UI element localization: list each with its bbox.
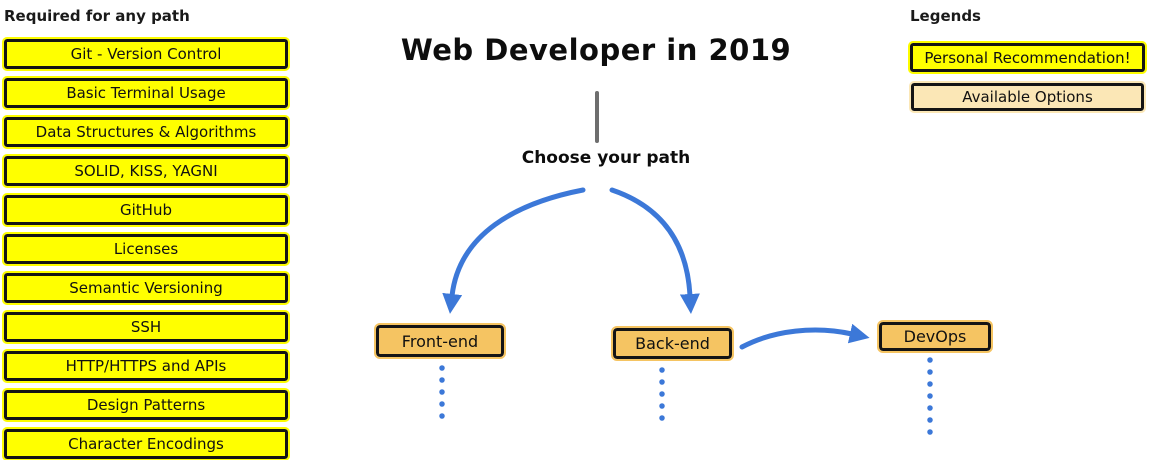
topic-box-terminal: Basic Terminal Usage bbox=[2, 76, 290, 110]
path-box-frontend: Front-end bbox=[374, 323, 506, 359]
arrow-to-frontend bbox=[442, 187, 586, 314]
required-topics-list: Git - Version Control Basic Terminal Usa… bbox=[2, 37, 290, 460]
topic-box-licenses: Licenses bbox=[2, 232, 290, 266]
choose-your-path-label: Choose your path bbox=[521, 148, 691, 168]
path-box-backend: Back-end bbox=[611, 326, 734, 361]
legends-section-header: Legends bbox=[910, 7, 981, 25]
required-section-header: Required for any path bbox=[4, 7, 190, 25]
topic-box-design-patterns: Design Patterns bbox=[2, 388, 290, 422]
topic-box-http-apis: HTTP/HTTPS and APIs bbox=[2, 349, 290, 383]
page-title: Web Developer in 2019 bbox=[400, 33, 792, 67]
arrow-to-backend bbox=[609, 187, 700, 314]
legend-available-options: Available Options bbox=[909, 81, 1146, 113]
topic-box-semantic-versioning: Semantic Versioning bbox=[2, 271, 290, 305]
path-box-devops: DevOps bbox=[877, 320, 993, 353]
topic-box-character-encodings: Character Encodings bbox=[2, 427, 290, 460]
topic-box-solid-kiss-yagni: SOLID, KISS, YAGNI bbox=[2, 154, 290, 188]
topic-box-ssh: SSH bbox=[2, 310, 290, 344]
arrow-backend-to-devops bbox=[739, 323, 870, 350]
topic-box-data-structures: Data Structures & Algorithms bbox=[2, 115, 290, 149]
topic-box-git: Git - Version Control bbox=[2, 37, 290, 71]
legend-personal-recommendation: Personal Recommendation! bbox=[908, 41, 1147, 74]
topic-box-github: GitHub bbox=[2, 193, 290, 227]
